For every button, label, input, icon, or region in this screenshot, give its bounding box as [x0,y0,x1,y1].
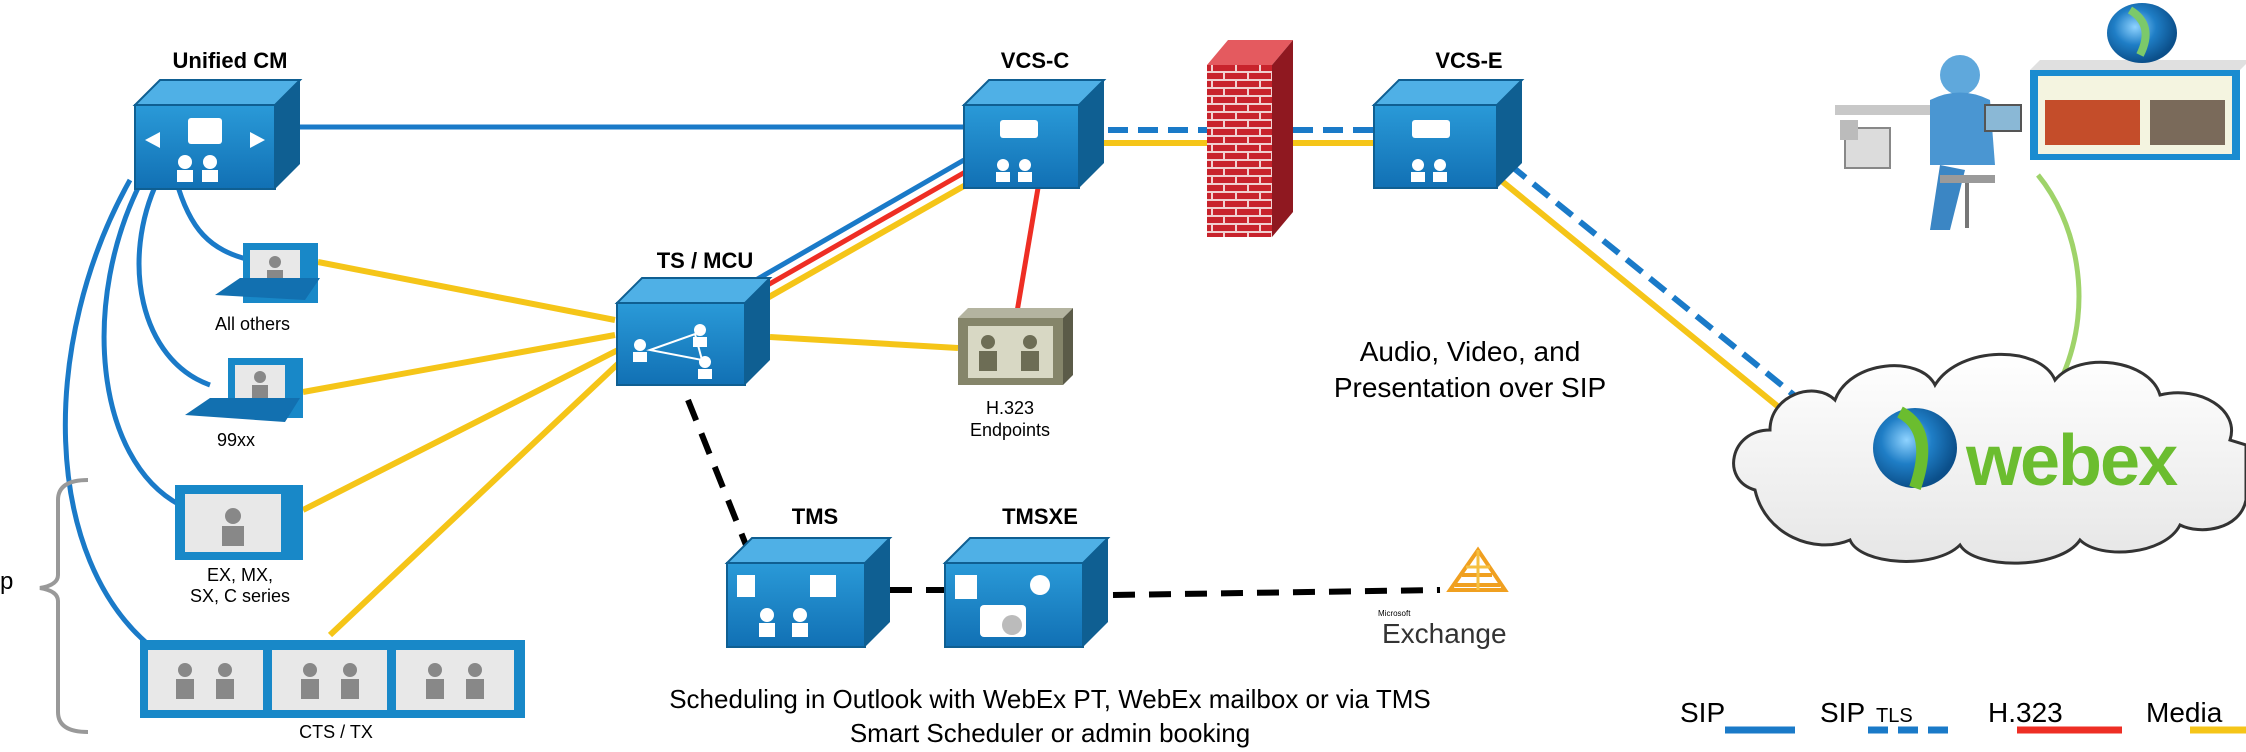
globe-icon [2107,3,2177,63]
exchange-label: Exchange [1382,618,1507,649]
sip-ts-vcsc [733,157,966,295]
sip-media-label-1: Audio, Video, and [1359,336,1581,367]
sip-ucm-allothers [173,179,251,263]
media-ex-ts [301,347,620,513]
media-99xx-ts [302,332,616,395]
legend-media-label: Media [2146,697,2223,728]
scheduling-label-2: Smart Scheduler or admin booking [849,718,1251,748]
99xx-phone[interactable] [185,358,303,422]
sip-ucm-exseries [101,178,182,508]
ex-series-endpoint[interactable] [175,485,303,560]
vcs-e-router[interactable] [1371,79,1525,189]
tmsxe-server[interactable] [942,537,1111,648]
cut-off-label: p [0,568,14,595]
sip-ucm-99xx [136,178,211,388]
media-ts-vcsc [753,171,987,308]
legend-h323-label: H.323 [1988,697,2063,728]
vcs-e-label: VCS-E [1435,48,1503,73]
tms-label: TMS [791,504,839,529]
99xx-label: 99xx [216,430,256,450]
unified-cm-label: Unified CM [172,48,288,73]
tmsxe-label: TMSXE [1002,504,1078,529]
media-ts-endpoints [769,334,959,351]
all-others-phone[interactable] [215,243,320,303]
h323-links [743,164,1041,313]
webex-logo-icon [1873,406,1957,490]
ts-mcu-router[interactable] [614,277,773,386]
sip-tls-links [1078,127,1802,403]
desktop-user-icon [1835,55,2022,230]
green-link [2036,173,2082,376]
h323-endpoints-label-2: Endpoints [969,420,1051,440]
webex-wordmark: webex [1966,421,2178,501]
control-links [685,398,1441,598]
media-allothers-ts [317,259,616,323]
siptls-vcse-webex [1508,162,1802,403]
h323-endpoints-label-1: H.323 [985,398,1035,418]
h323-vcsc-endpoints [1014,187,1041,313]
desk-phone-icon [1840,120,1891,169]
legend-siptls-label: SIP [1820,697,1866,728]
webex-cloud[interactable] [1732,352,2246,565]
exchange-logo-icon [1446,546,1509,592]
scheduling-label-1: Scheduling in Outlook with WebEx PT, Web… [669,684,1431,714]
media-links [301,140,1794,638]
vcs-c-label: VCS-C [1000,48,1070,73]
h323-endpoint[interactable] [958,308,1073,385]
ctrl-tmsxe-exchange [1112,587,1441,598]
cts-telepresence[interactable] [140,640,525,718]
media-cts-ts [327,357,625,638]
vcs-c-router[interactable] [961,79,1107,189]
sip-media-label-2: Presentation over SIP [1333,372,1607,403]
tms-server[interactable] [724,537,893,648]
h323-ts-vcsc [743,164,976,301]
legend-sip-label: SIP [1680,697,1726,728]
ts-mcu-label: TS / MCU [656,248,754,273]
exchange-small-label: Microsoft [1378,609,1411,618]
presentation-screen [2030,60,2246,160]
legend-siptls-sub-label: TLS [1876,705,1913,727]
ctrl-ts-tms [685,398,755,562]
sip-ucm-cts [62,178,157,652]
media-vcse-webex [1496,175,1794,421]
firewall-icon [1207,40,1293,237]
group-brace [39,478,89,734]
all-others-label: All others [214,314,291,334]
sip-links [62,124,966,652]
ex-series-label-2: SX, C series [189,586,291,606]
ex-series-label-1: EX, MX, [206,565,273,585]
unified-cm-router[interactable] [132,79,303,190]
cts-label: CTS / TX [299,722,373,742]
